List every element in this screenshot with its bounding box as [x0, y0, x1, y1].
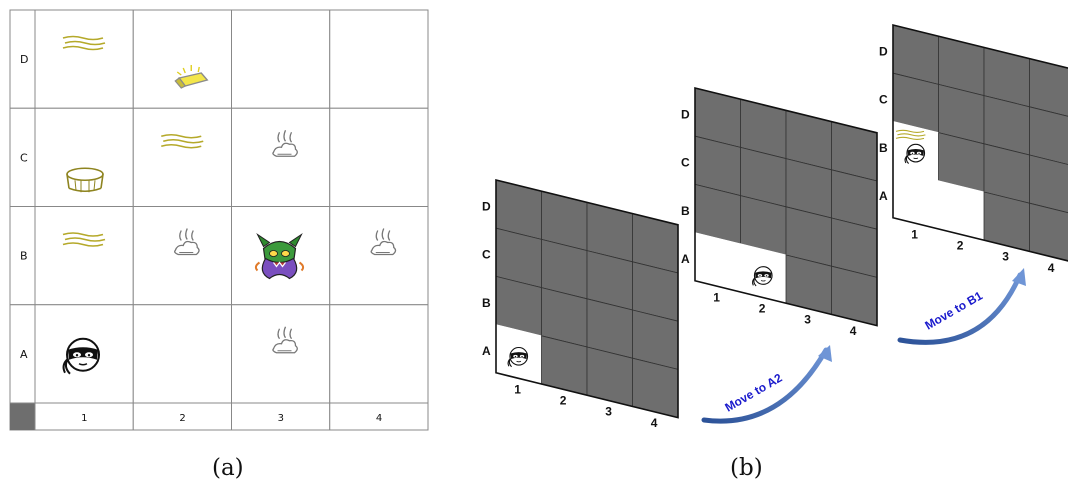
- col-label: 4: [376, 413, 382, 424]
- col-label: 3: [278, 413, 284, 424]
- col-label-cell: [329, 402, 429, 431]
- row-label: A: [681, 252, 690, 266]
- caption-b: (b): [730, 455, 763, 481]
- exploration-board: D C B A 1 2 3 4: [681, 86, 878, 338]
- row-label: C: [681, 156, 690, 170]
- col-label-cell: [34, 402, 134, 431]
- grid-cell: [329, 9, 429, 109]
- grid-cell: [132, 9, 232, 109]
- col-label: 1: [911, 227, 918, 241]
- col-label-cell: [132, 402, 232, 431]
- row-label: B: [20, 250, 28, 263]
- col-label-cell: [231, 402, 331, 431]
- row-label: A: [20, 348, 28, 361]
- row-label-cell: [9, 9, 36, 109]
- wumpus-world-grid: D C B A 1 2 3 4: [9, 9, 429, 431]
- row-label: A: [482, 344, 491, 358]
- col-label: 1: [81, 413, 87, 424]
- grid-cell: [329, 107, 429, 207]
- grid-cell: [329, 206, 429, 306]
- row-label: D: [681, 108, 690, 122]
- col-label: 2: [957, 238, 964, 252]
- row-label: B: [879, 141, 888, 155]
- row-label: B: [681, 204, 690, 218]
- grid-cell: [231, 107, 331, 207]
- col-label: 2: [759, 301, 766, 315]
- col-label: 2: [179, 413, 185, 424]
- exploration-board: D C B A 1 2 3 4: [879, 23, 1068, 275]
- grid-cell: [132, 206, 232, 306]
- board-border: [694, 86, 878, 327]
- board-border: [495, 178, 679, 419]
- unknown-cell: [1029, 154, 1068, 214]
- row-label: C: [879, 93, 888, 107]
- grid-cell: [34, 107, 134, 207]
- grid-cell: [329, 304, 429, 404]
- grid-cell: [132, 107, 232, 207]
- row-label: B: [482, 296, 491, 310]
- unknown-cell: [1029, 202, 1068, 262]
- move-arrow-1: Move to A2: [701, 345, 832, 424]
- board-border: [892, 23, 1068, 262]
- row-label: D: [482, 200, 491, 214]
- col-label: 3: [605, 405, 612, 419]
- move-label-b1: Move to B1: [923, 288, 986, 332]
- grid-cell: [231, 304, 331, 404]
- col-label: 4: [850, 324, 857, 338]
- col-label: 1: [514, 382, 521, 396]
- row-label: C: [482, 248, 491, 262]
- agent-exploration-panels: D C B A 1 2 3 4 D C B A 1 2 3 4 D C B A 1 2 3 4: [482, 23, 1068, 430]
- col-label: 3: [1002, 250, 1009, 264]
- row-label: C: [20, 151, 28, 164]
- grid-cell: [34, 206, 134, 306]
- row-label: D: [879, 45, 888, 59]
- grid-cell: [132, 304, 232, 404]
- col-label: 4: [651, 416, 658, 430]
- col-label: 1: [713, 290, 720, 304]
- unknown-cell: [1029, 106, 1068, 165]
- exploration-board: D C B A 1 2 3 4: [482, 178, 679, 430]
- caption-a: (a): [212, 455, 244, 481]
- row-label: A: [879, 189, 888, 203]
- col-label: 4: [1048, 261, 1055, 275]
- move-arrow-2: Move to B1: [897, 268, 1026, 345]
- col-label: 3: [804, 313, 811, 327]
- col-label: 2: [560, 393, 567, 407]
- grid-corner: [10, 403, 35, 430]
- grid-cell: [231, 9, 331, 109]
- row-label: D: [20, 53, 28, 66]
- grid-cell: [34, 9, 134, 109]
- row-label-cell: [9, 304, 36, 404]
